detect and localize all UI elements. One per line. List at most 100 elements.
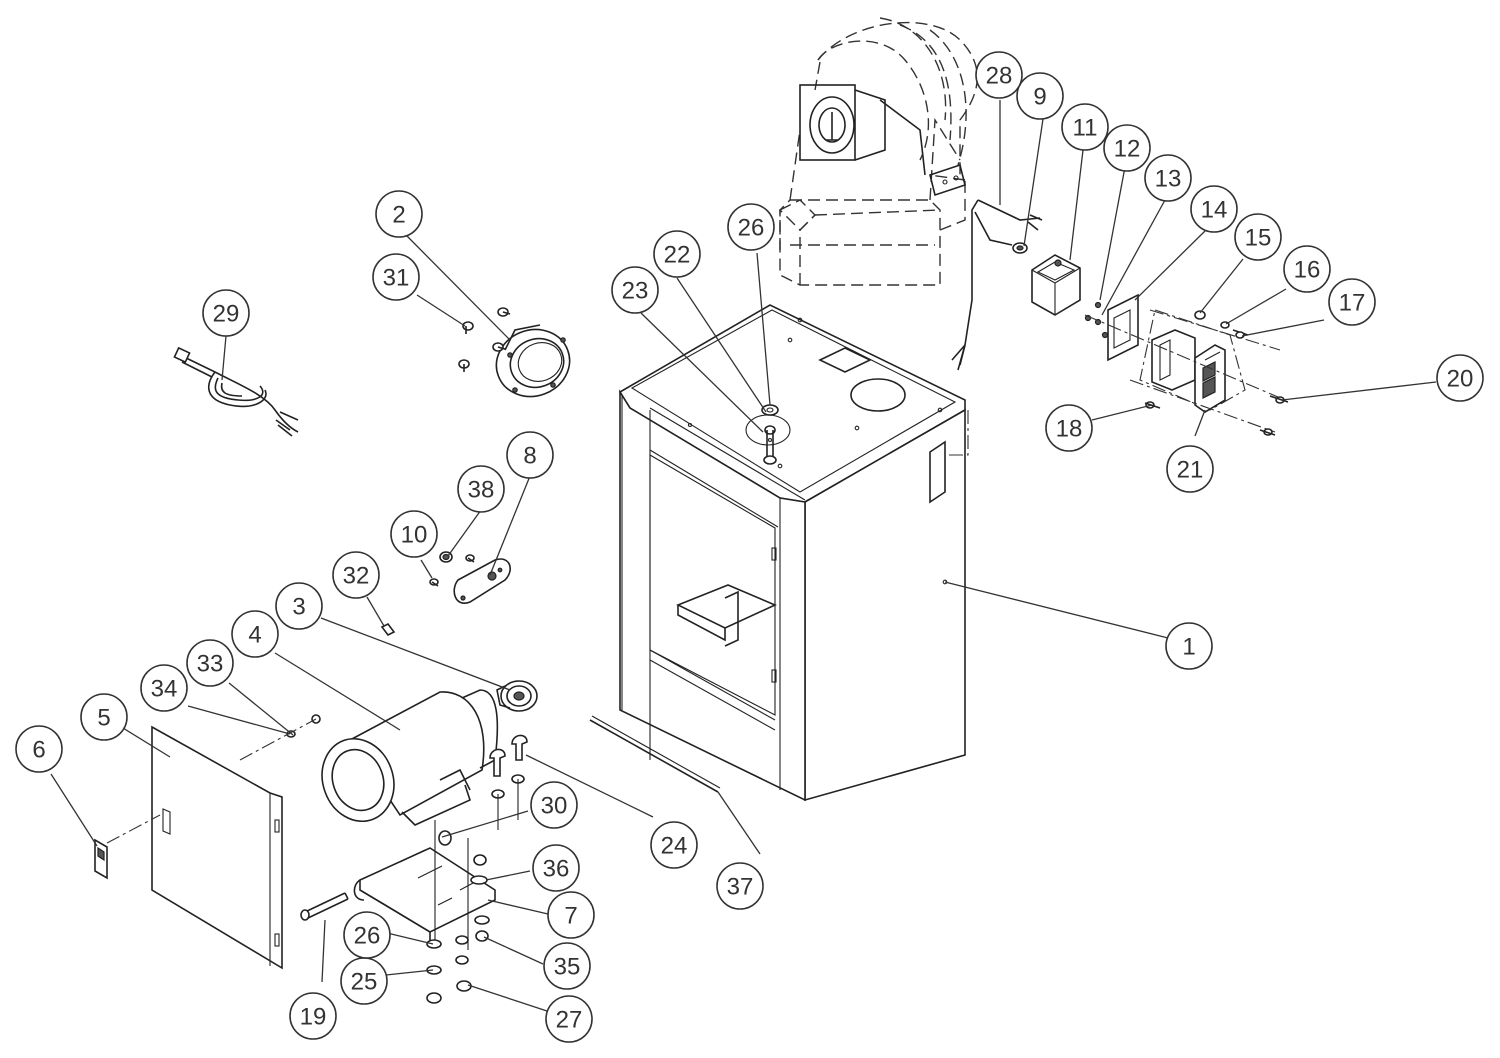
callout-circle (1045, 404, 1093, 452)
callout-number: 7 (564, 903, 577, 930)
callout-c5: 5 (80, 693, 128, 741)
callout-circle (15, 725, 63, 773)
callout-circle (231, 610, 279, 658)
callout-number: 4 (248, 622, 261, 649)
top-fasteners (761, 404, 779, 465)
callout-bubbles: 1234567891011121314151617181920212223242… (15, 51, 1484, 1043)
callout-number: 33 (197, 651, 224, 678)
callout-circle (611, 266, 659, 314)
callout-circle (1144, 154, 1192, 202)
callout-c4: 4 (231, 610, 279, 658)
callout-number: 26 (738, 215, 765, 242)
callout-number: 30 (541, 793, 568, 820)
callout-number: 9 (1033, 84, 1046, 111)
switch-screws (1084, 309, 1289, 436)
callout-number: 5 (97, 705, 110, 732)
callout-c2: 2 (375, 190, 423, 238)
callout-number: 29 (213, 301, 240, 328)
callout-number: 20 (1447, 366, 1474, 393)
callout-c7: 7 (547, 891, 595, 939)
strain-relief-9 (1012, 242, 1028, 254)
callout-number: 14 (1201, 197, 1228, 224)
callout-circle (1165, 622, 1213, 670)
callout-circle (372, 253, 420, 301)
callout-c6: 6 (15, 725, 63, 773)
callout-number: 8 (523, 443, 536, 470)
power-cord-29 (173, 346, 299, 437)
callout-circle (332, 551, 380, 599)
callout-number: 38 (468, 477, 495, 504)
callout-c1: 1 (1165, 622, 1213, 670)
callout-circle (1436, 354, 1484, 402)
door-5 (151, 725, 283, 970)
callout-circle (202, 289, 250, 337)
callout-number: 6 (32, 737, 45, 764)
callout-c22: 22 (653, 230, 701, 278)
callout-circle (1103, 124, 1151, 172)
callout-circle (727, 203, 775, 251)
switch-box-11 (1031, 254, 1081, 316)
callout-c37: 37 (716, 862, 764, 910)
callout-circle (1328, 278, 1376, 326)
blower-hood-outline (778, 17, 978, 286)
callout-circle (390, 510, 438, 558)
screws-31 (458, 307, 511, 372)
callout-circle (650, 821, 698, 869)
callout-c9: 9 (1016, 72, 1064, 120)
callout-circle (1166, 445, 1214, 493)
callout-circle (275, 582, 323, 630)
callout-circle (547, 891, 595, 939)
callout-circle (532, 844, 580, 892)
callout-number: 13 (1155, 166, 1182, 193)
callout-number: 35 (554, 954, 581, 981)
key-32 (380, 622, 396, 637)
strip-37 (589, 715, 721, 793)
hood-bracket (929, 163, 966, 197)
callout-circle (530, 781, 578, 829)
callout-circle (289, 992, 337, 1040)
callout-number: 28 (986, 63, 1013, 90)
callout-circle (1234, 213, 1282, 261)
callout-c38: 38 (457, 465, 505, 513)
callout-number: 16 (1294, 257, 1321, 284)
callout-number: 26 (354, 923, 381, 950)
callout-circle (653, 230, 701, 278)
callout-circle (1190, 185, 1238, 233)
callout-circle (1061, 103, 1109, 151)
callout-circle (375, 190, 423, 238)
pulley-3 (496, 680, 538, 712)
callout-c32: 32 (332, 551, 380, 599)
callout-c3: 3 (275, 582, 323, 630)
callout-c26b: 26 (343, 911, 391, 959)
callout-circle (343, 911, 391, 959)
switch-assembly-21 (1139, 309, 1246, 413)
callout-c12: 12 (1103, 124, 1151, 172)
callout-c11: 11 (1061, 103, 1109, 151)
callout-number: 37 (727, 874, 754, 901)
callout-c20: 20 (1436, 354, 1484, 402)
callout-circle (975, 51, 1023, 99)
callout-number: 17 (1339, 290, 1366, 317)
callout-c19: 19 (289, 992, 337, 1040)
callout-number: 34 (151, 676, 178, 703)
callout-number: 21 (1177, 457, 1204, 484)
motor-4 (321, 689, 499, 846)
callout-circle (545, 995, 593, 1043)
callout-circle (1016, 72, 1064, 120)
callout-c34: 34 (140, 664, 188, 712)
callout-number: 19 (300, 1004, 327, 1031)
callout-c18: 18 (1045, 404, 1093, 452)
callout-number: 31 (383, 265, 410, 292)
callout-number: 18 (1056, 416, 1083, 443)
callout-c15: 15 (1234, 213, 1282, 261)
callout-number: 23 (622, 278, 649, 305)
callout-c10: 10 (390, 510, 438, 558)
callout-circle (457, 465, 505, 513)
callout-c27: 27 (545, 995, 593, 1043)
screws-33-34 (239, 714, 321, 761)
bolts-24 (489, 734, 528, 777)
callout-number: 2 (392, 202, 405, 229)
callout-number: 1 (1182, 634, 1195, 661)
switch-wiring (945, 199, 1043, 456)
